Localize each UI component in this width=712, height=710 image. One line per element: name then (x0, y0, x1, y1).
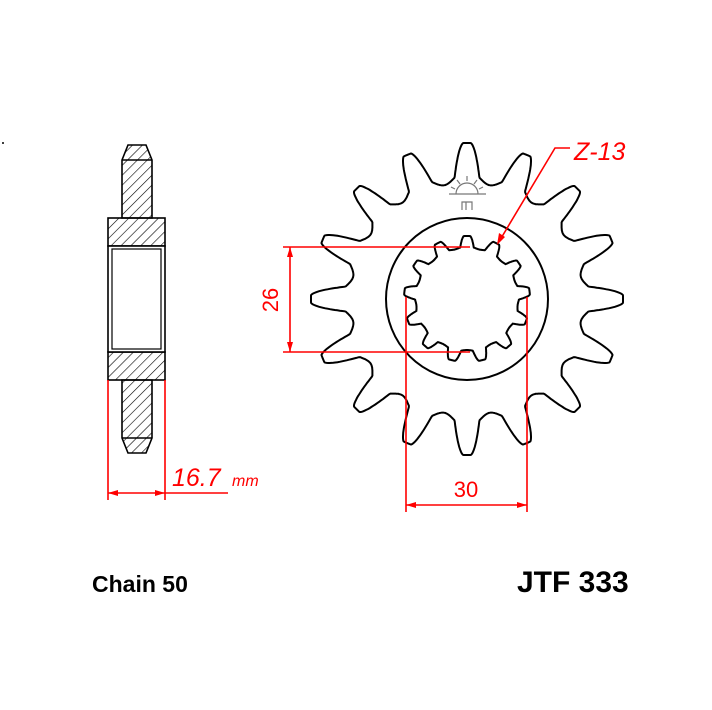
thickness-value: 16.7 (172, 464, 222, 492)
spline-teeth-label: Z-13 (573, 138, 626, 166)
thickness-dimension (107, 380, 228, 500)
spline-bore (403, 235, 531, 362)
lower-tooth-section (121, 379, 153, 454)
bore-width-dimension (405, 297, 528, 512)
side-view (107, 144, 166, 454)
bore-height-dimension (283, 246, 470, 353)
upper-tooth-section (121, 144, 153, 219)
bore-height-value: 26 (258, 288, 283, 312)
lower-hub-section (107, 351, 166, 381)
spline-leader (497, 147, 570, 245)
stray-dot (2, 142, 4, 144)
part-number: JTF 333 (517, 566, 629, 599)
thickness-unit: mm (232, 473, 259, 490)
brand-logo-icon (449, 176, 486, 210)
bore-width-value: 30 (454, 477, 478, 502)
bore (107, 245, 166, 353)
chain-label: Chain 50 (92, 571, 188, 597)
upper-hub-section (107, 217, 166, 247)
sprocket-outline (310, 142, 624, 456)
hub-circle (385, 217, 549, 381)
